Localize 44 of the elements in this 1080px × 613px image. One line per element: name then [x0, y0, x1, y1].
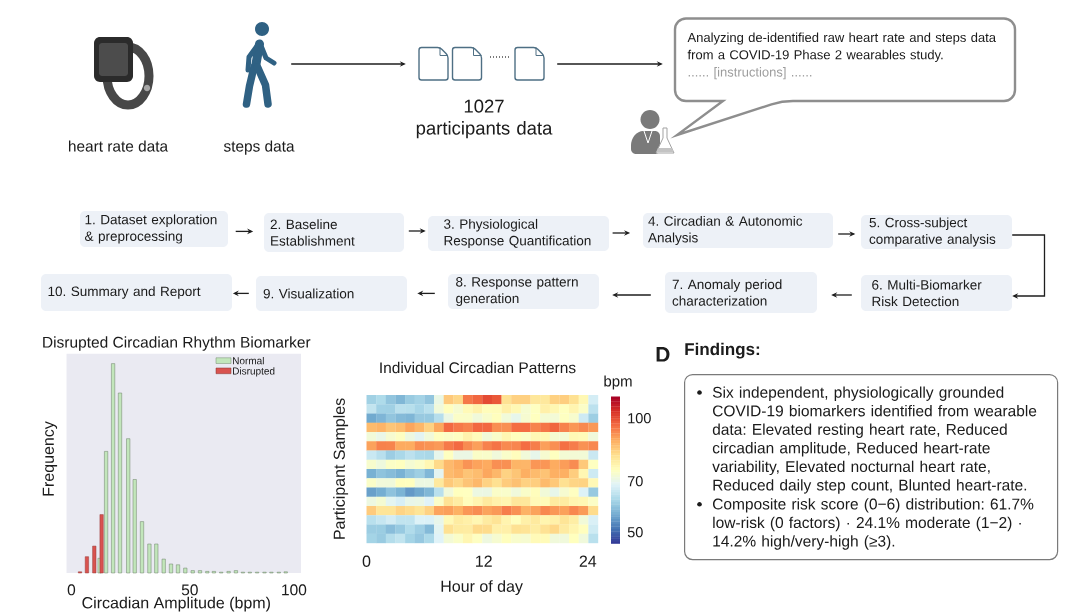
process-box: 2. Baseline Establishment: [264, 213, 404, 252]
file-icons: [418, 46, 545, 81]
panel-letter: D: [656, 347, 670, 362]
chart-title: Disrupted Circadian Rhythm Biomarker: [43, 336, 311, 351]
process-box: 9. Visualization: [256, 276, 407, 311]
axis-title: Frequency: [42, 421, 58, 496]
process-box: 4. Circadian & Autonomic Analysis: [643, 213, 833, 248]
process-box: 8. Response pattern generation: [448, 274, 599, 309]
unit-label: bpm: [604, 375, 632, 390]
axis-title: Hour of day: [441, 580, 523, 596]
tick-label: 0: [362, 555, 371, 567]
axis-title: Circadian Amplitude (bpm): [82, 596, 270, 612]
walking-person-icon: [242, 22, 277, 108]
speech-bubble: [673, 17, 1017, 137]
arrow: [831, 292, 853, 298]
prompt-text: Analyzing de-identified raw heart rate and steps data from a COVID-19 Phase 2 wearables study.: [687, 32, 996, 62]
heading: Findings:: [685, 342, 760, 359]
tick-label: 24: [579, 555, 597, 567]
chart-title: Individual Circadian Patterns: [380, 361, 576, 374]
arrow: [612, 292, 652, 298]
tick-label: 0: [67, 584, 76, 596]
process-box: 7. Anomaly period characterization: [665, 272, 817, 313]
bullet-text: Composite risk score (0−6) distribution: 61.7% low-risk (0 factors) · 24.1% moderate (1−2) · 14.2% high/very-high (≥3).: [713, 498, 1034, 550]
tick-label: 12: [476, 555, 492, 567]
process-box: 5. Cross-subject comparative analysis: [861, 215, 1012, 249]
process-box: 1. Dataset exploration & preprocessing: [80, 211, 228, 247]
node-label: steps data: [223, 140, 295, 155]
tick-label: 100: [628, 413, 651, 424]
tick-label: 50: [627, 527, 643, 538]
bullet-text: Six independent, physiologically grounded COVID-19 biomarkers identified from wearable data: Elevated resting heart rate, Reduced circadian amplitude, Reduced heart-rate variability, Elevated nocturnal heart rate, Reduced daily step count, Blunted heart-rate.: [712, 386, 1037, 494]
process-box: 10. Summary and Report: [41, 274, 232, 311]
tick-label: 70: [627, 476, 643, 487]
placeholder-text: ...... [instructions] ......: [688, 67, 812, 80]
arrow: [1011, 234, 1046, 299]
tick-label: 100: [282, 584, 307, 596]
smartwatch-icon: [94, 37, 154, 110]
arrow: [556, 61, 663, 67]
arrow: [290, 61, 406, 67]
process-box: 6. Multi-Biomarker Risk Detection: [861, 275, 1012, 311]
node-label: heart rate data: [69, 140, 169, 152]
tick-label: 50: [181, 584, 198, 596]
process-box: 3. Physiological Response Quantification: [428, 216, 609, 251]
node-label: 1027 participants data: [416, 99, 553, 139]
axis-title: Participant Samples: [333, 398, 349, 539]
